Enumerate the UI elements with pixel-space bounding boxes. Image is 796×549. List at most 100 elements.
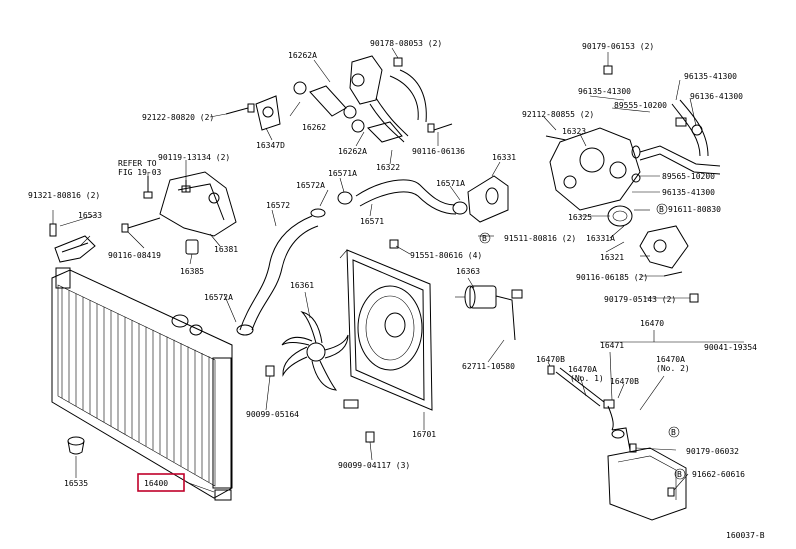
label-16400[interactable]: 16400 [144, 479, 168, 488]
cooling-fan[interactable] [281, 311, 349, 391]
label-62711-10580[interactable]: 62711-10580 [462, 362, 515, 371]
radiator-support-bracket[interactable] [49, 210, 96, 263]
radiator[interactable] [51, 267, 233, 501]
nut[interactable] [393, 57, 403, 67]
bolt[interactable] [667, 487, 675, 497]
label-16470[interactable]: 16470 [640, 319, 664, 328]
bypass-hoses[interactable] [631, 99, 721, 183]
label-16571[interactable]: 16571 [360, 217, 384, 226]
label-refer-fig[interactable]: FIG 19-03 [118, 168, 162, 177]
label-16572A[interactable]: 16572A [296, 181, 325, 190]
label-90179-06032[interactable]: 90179-06032 [686, 447, 739, 456]
label-16471[interactable]: 16471 [600, 341, 624, 350]
label-16323[interactable]: 16323 [562, 127, 586, 136]
hose-clip[interactable] [603, 399, 615, 409]
lower-hose[interactable] [239, 215, 313, 331]
label-92112-80855[interactable]: 92112-80855 (2) [522, 110, 594, 119]
label-16571A[interactable]: 16571A [436, 179, 465, 188]
upper-hose[interactable] [355, 179, 456, 206]
label-16381[interactable]: 16381 [214, 245, 238, 254]
label-91611-80830[interactable]: 91611-80830 [668, 205, 721, 214]
label-16470A-no1[interactable]: 16470A [568, 365, 597, 374]
label-16361[interactable]: 16361 [290, 281, 314, 290]
label-16322[interactable]: 16322 [376, 163, 400, 172]
label-16331[interactable]: 16331 [492, 153, 516, 162]
pipe-bracket[interactable] [255, 95, 281, 131]
label-16535[interactable]: 16535 [64, 479, 88, 488]
clip[interactable] [265, 365, 275, 377]
label-16347D[interactable]: 16347D [256, 141, 285, 150]
label-91551-80616[interactable]: 91551-80616 (4) [410, 251, 482, 260]
label-16701[interactable]: 16701 [412, 430, 436, 439]
label-96135-41300[interactable]: 96135-41300 [578, 87, 631, 96]
svg-text:B: B [482, 234, 487, 243]
damper[interactable] [185, 239, 199, 255]
label-16262A[interactable]: 16262A [338, 147, 367, 156]
bolt[interactable] [225, 103, 255, 115]
thermostat-housing[interactable] [545, 127, 641, 211]
stud[interactable] [663, 271, 683, 277]
label-90099-05164[interactable]: 90099-05164 [246, 410, 299, 419]
label-89565-10200[interactable]: 89565-10200 [662, 172, 715, 181]
label-16572[interactable]: 16572 [266, 201, 290, 210]
fan-shroud[interactable] [339, 249, 433, 411]
highlighted-part-16400[interactable]: 16400 [137, 473, 185, 492]
connector[interactable] [343, 399, 359, 409]
label-91662-60616[interactable]: 91662-60616 [692, 470, 745, 479]
label-91511-80816[interactable]: 91511-80816 (2) [504, 234, 576, 243]
label-90119-13134[interactable]: 90119-13134 (2) [158, 153, 230, 162]
clip[interactable] [389, 239, 399, 249]
coolant-reservoir[interactable] [607, 427, 687, 521]
hose-clamp[interactable] [236, 324, 254, 336]
label-90099-04117[interactable]: 90099-04117 (3) [338, 461, 410, 470]
fan-motor[interactable] [455, 285, 523, 341]
label-16470A-no2[interactable]: 16470A [656, 355, 685, 364]
label-90179-05143[interactable]: 90179-05143 (2) [604, 295, 676, 304]
label-89555-10200[interactable]: 89555-10200 [614, 101, 667, 110]
label-91321-80816[interactable]: 91321-80816 (2) [28, 191, 100, 200]
label-16262A[interactable]: 16262A [288, 51, 317, 60]
nut[interactable] [603, 65, 613, 75]
label-16385[interactable]: 16385 [180, 267, 204, 276]
hose-clamp[interactable] [337, 191, 353, 205]
fan-bracket[interactable] [121, 171, 237, 237]
label-16533[interactable]: 16533 [78, 211, 102, 220]
diagram-id: 160037-B [726, 531, 765, 540]
label-16571A[interactable]: 16571A [328, 169, 357, 178]
label-16470A-no2-sub[interactable]: (No. 2) [656, 364, 690, 373]
hose-clamp[interactable] [452, 201, 468, 215]
radiator-drain-plug[interactable] [67, 436, 85, 468]
label-refer-to[interactable]: REFER TO [118, 159, 157, 168]
bypass-hose[interactable] [293, 81, 357, 119]
label-90179-06153[interactable]: 90179-06153 (2) [582, 42, 654, 51]
label-16572A[interactable]: 16572A [204, 293, 233, 302]
label-16363[interactable]: 16363 [456, 267, 480, 276]
label-16470A-no1-sub[interactable]: (No. 1) [570, 374, 604, 383]
label-90116-08419[interactable]: 90116-08419 [108, 251, 161, 260]
label-16470B[interactable]: 16470B [536, 355, 565, 364]
label-16321[interactable]: 16321 [600, 253, 624, 262]
thermostat[interactable] [607, 205, 633, 227]
label-90041-19354[interactable]: 90041-19354 [704, 343, 757, 352]
label-92122-80820[interactable]: 92122-80820 (2) [142, 113, 214, 122]
bolt[interactable] [427, 123, 453, 133]
hose-clip[interactable] [547, 365, 555, 375]
reservoir-hose[interactable] [555, 367, 614, 431]
label-16331A[interactable]: 16331A [586, 234, 615, 243]
label-16325[interactable]: 16325 [568, 213, 592, 222]
label-90178-08053[interactable]: 90178-08053 (2) [370, 39, 442, 48]
label-96135-41300[interactable]: 96135-41300 [684, 72, 737, 81]
hose-clamp[interactable] [310, 208, 326, 218]
label-16470B[interactable]: 16470B [610, 377, 639, 386]
clip[interactable] [365, 431, 375, 443]
label-16262[interactable]: 16262 [302, 123, 326, 132]
water-inlet[interactable] [639, 225, 689, 269]
label-90116-06185[interactable]: 90116-06185 (2) [576, 273, 648, 282]
pipe-hose-16262A[interactable] [351, 119, 403, 143]
label-90116-06136[interactable]: 90116-06136 [412, 147, 465, 156]
label-96135-41300[interactable]: 96135-41300 [662, 188, 715, 197]
nut[interactable] [689, 293, 699, 303]
water-outlet[interactable] [467, 175, 509, 223]
label-96136-41300[interactable]: 96136-41300 [690, 92, 743, 101]
water-inlet-pipe[interactable] [349, 55, 427, 143]
